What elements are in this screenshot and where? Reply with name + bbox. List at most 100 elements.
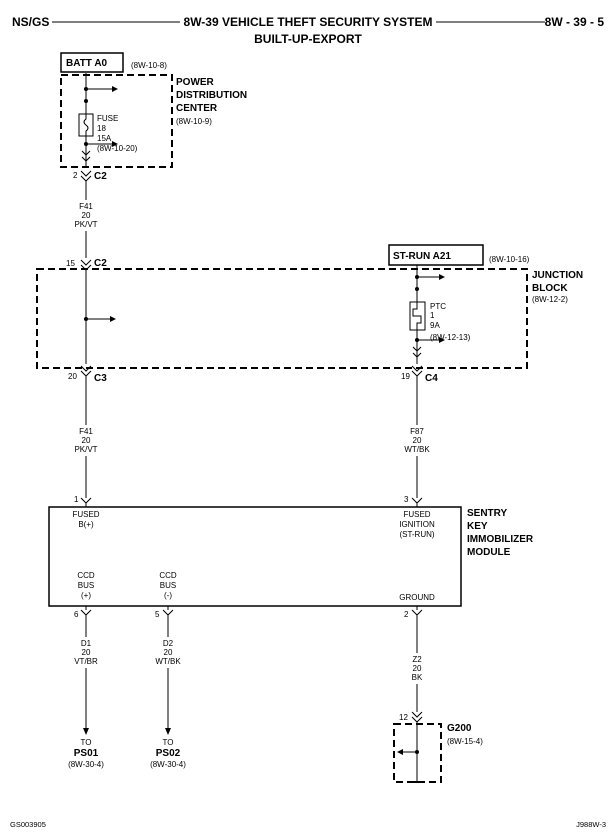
wire-f41-upper-label: F41 20 PK/VT [74,202,97,229]
ground-g200: 12 G200 (8W-15-4) [393,711,483,783]
wire-f41-lower-circuit: F41 [79,427,93,436]
skim-ccd-pos-line3: (+) [81,591,91,600]
to-ps02-to: TO [163,738,174,747]
skim-pin2: 2 [404,610,409,619]
pdc-feed-chevrons-icon [81,150,91,162]
header-model: NS/GS [12,15,49,29]
pdc-fuse-arrow-icon [112,141,118,147]
power-distribution-center: POWER DISTRIBUTION CENTER (8W-10-9) FUSE… [60,73,247,168]
g200-pin: 12 [399,713,408,722]
g200-ref: (8W-15-4) [447,737,483,746]
pdc-c2-name: C2 [94,171,107,182]
pdc-label-line3: CENTER [176,103,218,114]
pdc-label-line1: POWER [176,77,215,88]
jb-ref: (8W-12-2) [532,295,568,304]
skim-pin5: 5 [155,610,160,619]
c3-name: C3 [94,373,107,384]
wire-f41-circuit: F41 [79,202,93,211]
batt-a0-source: BATT A0 (8W-10-8) [60,52,167,73]
fuse-label: FUSE [97,114,118,123]
wire-d2-label: D2 20 WT/BK [155,639,181,666]
wire-f41-lower-color: PK/VT [74,445,97,454]
c3-pin: 20 [68,372,77,381]
wire-d1-color: VT/BR [74,657,98,666]
jb-c2-name: C2 [94,258,107,269]
ptc-number: 1 [430,311,435,320]
skim-fused-b-line1: FUSED [72,510,99,519]
skim-label-line3: IMMOBILIZER [467,534,534,545]
batt-a0-label: BATT A0 [66,58,108,69]
jb-dashed-outline [36,268,528,369]
c4-name: C4 [425,373,438,384]
skim-outline [48,506,462,607]
header-title: 8W-39 VEHICLE THEFT SECURITY SYSTEM [184,15,433,29]
pdc-dashed-outline [60,74,173,168]
to-ps02-name: PS02 [156,748,181,759]
skim-pin5-chevron-icon [162,609,174,616]
skim-pin1: 1 [74,495,79,504]
skim-fused-b-line2: B(+) [78,520,94,529]
footer-left-code: GS003905 [10,820,46,829]
pdc-label-line2: DISTRIBUTION [176,90,247,101]
pdc-connector-c2: 2 C2 [73,170,107,182]
to-ps02-ref: (8W-30-4) [150,760,186,769]
wire-f41-gauge: 20 [82,211,91,220]
skim-pin6-chevron-icon [80,609,92,616]
skim-pin1-chevron-icon [80,497,92,504]
skim-ccd-neg-line1: CCD [159,571,177,580]
skim-ccd-pos-line1: CCD [77,571,95,580]
skim-fused-ign-line2: IGNITION [399,520,435,529]
skim-pin3-chevron-icon [411,497,423,504]
wire-d2-circuit: D2 [163,639,174,648]
fuse-element-icon [83,114,89,136]
wire-f41-lower-gauge: 20 [82,436,91,445]
jb-ptc-chevrons-icon [412,346,422,358]
st-run-a21-label: ST-RUN A21 [393,251,451,262]
skim-label-line2: KEY [467,521,488,532]
c4-pin: 19 [401,372,410,381]
to-ps01-name: PS01 [74,748,99,759]
to-ps01-to: TO [81,738,92,747]
wire-f87-gauge: 20 [413,436,422,445]
wire-f87-circuit: F87 [410,427,424,436]
skim-pin6: 6 [74,610,79,619]
wire-f87-label: F87 20 WT/BK [404,427,430,454]
wire-d2-gauge: 20 [164,648,173,657]
jb-strun-splice-dot-2 [415,287,419,291]
jb-bus-arrow-icon [110,316,116,322]
wire-z2-circuit: Z2 [412,655,422,664]
skim-pin2-chevron-icon [411,609,423,616]
pdc-splice-dot-2 [84,99,88,103]
wire-f41-lower-label: F41 20 PK/VT [74,427,97,454]
jb-label-line1: JUNCTION [532,270,583,281]
ptc-element-icon [412,302,422,330]
ptc-amperage: 9A [430,321,440,330]
g200-name: G200 [447,723,472,734]
wire-d2-arrow-icon [165,728,171,735]
fuse-ref: (8W-10-20) [97,144,138,153]
fuse-number: 18 [97,124,106,133]
jb-strun-arrow-icon [439,274,445,280]
sentry-key-immobilizer-module: SENTRY KEY IMMOBILIZER MODULE 1 3 FUSED … [48,495,534,619]
ptc-ref: (8W-12-13) [430,333,471,342]
skim-ccd-neg-line2: BUS [160,581,176,590]
header-subtitle: BUILT-UP-EXPORT [254,32,362,46]
g200-chevron-icon [411,711,423,723]
to-ps01: TO PS01 (8W-30-4) [68,738,104,769]
st-run-a21-source: ST-RUN A21 (8W-10-16) [388,244,530,266]
pdc-bus-arrow-icon [112,86,118,92]
page-header: NS/GS 8W-39 VEHICLE THEFT SECURITY SYSTE… [12,15,604,46]
skim-fused-ign-line1: FUSED [403,510,430,519]
fuse-amperage: 15A [97,134,112,143]
jb-label-line2: BLOCK [532,283,568,294]
wire-d1-circuit: D1 [81,639,92,648]
junction-block: JUNCTION BLOCK (8W-12-2) 15 C2 PTC 1 9A … [36,258,583,369]
skim-ground-label: GROUND [399,593,435,602]
pdc-ref: (8W-10-9) [176,117,212,126]
header-page-number: 8W - 39 - 5 [545,15,605,29]
wire-f41-color: PK/VT [74,220,97,229]
to-ps02: TO PS02 (8W-30-4) [150,738,186,769]
footer-right-code: J988W-3 [576,820,606,829]
to-ps01-ref: (8W-30-4) [68,760,104,769]
